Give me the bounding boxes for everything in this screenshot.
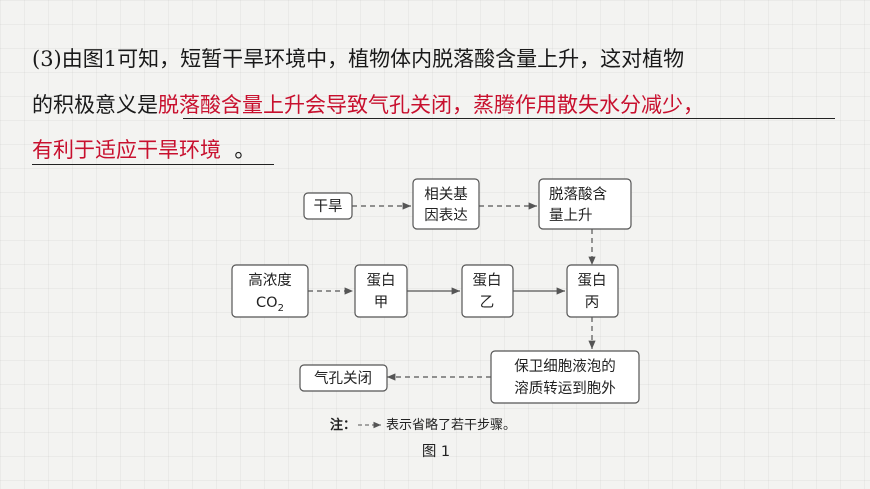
node-protein-a-line-1: 蛋白 [367, 272, 396, 289]
note-label: 注： [330, 417, 356, 433]
node-high-co2-line-2: CO2 [256, 295, 284, 314]
node-solute-transport: 保卫细胞液泡的 溶质转运到胞外 [490, 350, 640, 404]
node-transport-line-1: 保卫细胞液泡的 [514, 358, 616, 375]
node-aba-line-1: 脱落酸含 [549, 186, 607, 203]
question-line-1: (3)由图1可知，短暂干旱环境中，植物体内脱落酸含量上升，这对植物 [32, 47, 685, 71]
answer-underline-1 [183, 118, 835, 119]
node-high-co2-line-1: 高浓度 [248, 272, 292, 289]
node-protein-b: 蛋白 乙 [461, 264, 514, 318]
node-stomata-close: 气孔关闭 [299, 364, 388, 392]
note-text: 表示省略了若干步骤。 [386, 417, 516, 433]
question-line-2: 的积极意义是脱落酸含量上升会导致气孔关闭，蒸腾作用散失水分减少， [32, 90, 704, 120]
node-protein-b-line-2: 乙 [480, 295, 495, 311]
figure-note: 注： 表示省略了若干步骤。 [330, 417, 516, 433]
node-protein-c: 蛋白 丙 [566, 264, 619, 318]
node-protein-a-line-2: 甲 [374, 295, 389, 311]
node-related-gene: 相关基 因表达 [412, 178, 480, 230]
co2-subscript: 2 [278, 303, 284, 314]
question-prefix: 的积极意义是 [32, 93, 158, 117]
question-end: 。 [234, 138, 256, 162]
answer-part-2: 有利于适应干旱环境 [32, 138, 221, 162]
node-drought: 干旱 [303, 192, 353, 220]
node-high-co2: 高浓度 CO2 [231, 264, 309, 318]
node-aba-line-2: 量上升 [549, 207, 593, 224]
node-stomata-label: 气孔关闭 [314, 370, 372, 387]
node-protein-c-line-1: 蛋白 [578, 272, 607, 289]
node-drought-label: 干旱 [314, 199, 343, 215]
question-line-3: 有利于适应干旱环境 。 [32, 135, 255, 165]
answer-part-1: 脱落酸含量上升会导致气孔关闭，蒸腾作用散失水分减少， [158, 93, 704, 117]
node-aba-increase: 脱落酸含 量上升 [538, 178, 632, 230]
node-protein-a: 蛋白 甲 [354, 264, 408, 318]
answer-underline-2 [32, 164, 274, 165]
figure-caption: 图 1 [422, 444, 450, 460]
node-protein-b-line-1: 蛋白 [473, 272, 502, 289]
node-related-gene-line-2: 因表达 [424, 207, 468, 224]
co2-label: CO [256, 295, 278, 311]
node-transport-line-2: 溶质转运到胞外 [514, 380, 616, 397]
node-related-gene-line-1: 相关基 [424, 186, 468, 203]
node-protein-c-line-2: 丙 [585, 295, 600, 311]
